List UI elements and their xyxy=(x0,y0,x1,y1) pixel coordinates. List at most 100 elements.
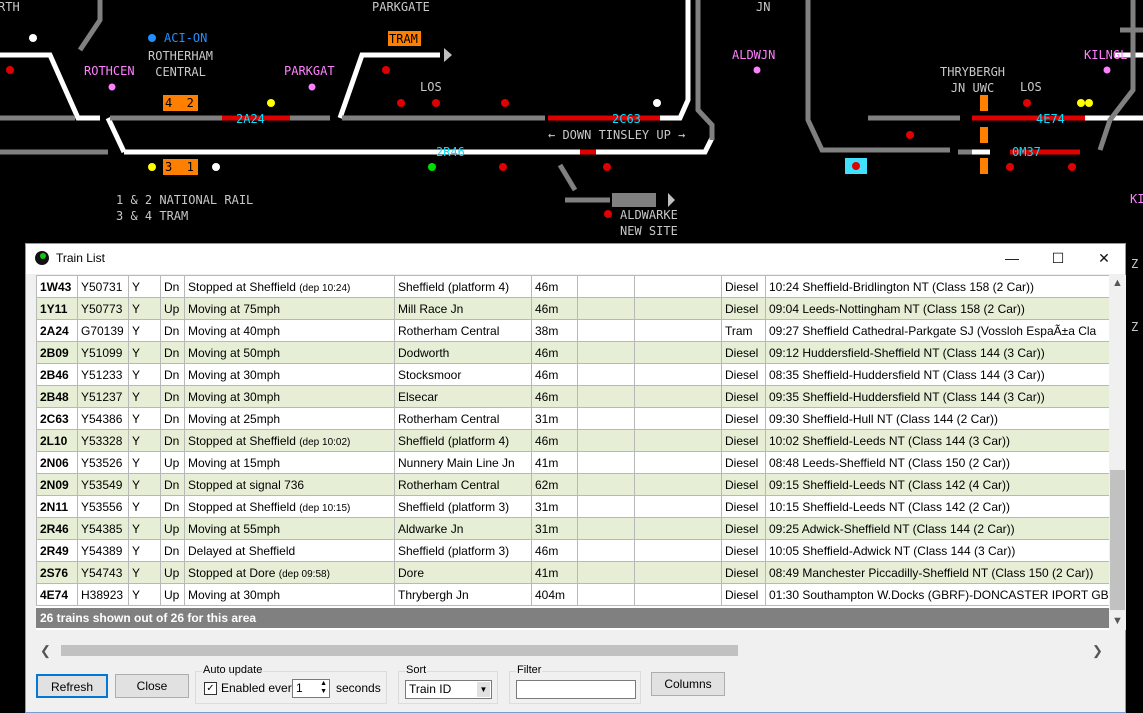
cell-power-text: Diesel xyxy=(725,565,759,580)
cell-blank xyxy=(634,363,722,386)
window-titlebar[interactable]: Train List — ☐ ✕ xyxy=(26,244,1125,274)
columns-button[interactable]: Columns xyxy=(651,672,725,696)
cell-flag: Y xyxy=(128,275,161,298)
cell-flag-text: Y xyxy=(132,301,141,316)
signal-red xyxy=(603,163,611,171)
maximize-button[interactable]: ☐ xyxy=(1051,250,1065,266)
cell-train-id: 2C63 xyxy=(36,407,78,430)
station-label: ALDWARKE NEW SITE xyxy=(620,208,678,238)
cell-description: 09:15 Sheffield-Leeds NT (Class 142 (4 C… xyxy=(765,473,1109,496)
cell-length: 41m xyxy=(531,561,578,584)
cell-headcode-text: H38923 xyxy=(81,587,124,602)
cell-status-text: Moving at 15mph xyxy=(188,455,281,470)
minimize-button[interactable]: — xyxy=(1005,250,1019,266)
cell-headcode-text: Y50773 xyxy=(81,301,123,316)
train-berth[interactable]: 2R46 xyxy=(436,145,465,159)
cell-length-text: 41m xyxy=(535,455,559,470)
cell-blank xyxy=(577,429,635,452)
cell-description: 08:49 Manchester Piccadilly-Sheffield NT… xyxy=(765,561,1109,584)
cell-blank xyxy=(577,473,635,496)
cell-description: 01:30 Southampton W.Docks (GBRF)-DONCAST… xyxy=(765,583,1109,606)
seconds-label: seconds xyxy=(336,681,381,695)
sort-label: Sort xyxy=(405,664,428,676)
cell-direction: Up xyxy=(160,451,185,474)
cell-status-text: Moving at 75mph xyxy=(188,301,281,316)
signal-red xyxy=(1023,99,1031,107)
cell-headcode: Y53328 xyxy=(77,429,129,452)
cell-direction-text: Dn xyxy=(164,323,180,338)
cell-flag: Y xyxy=(128,517,161,540)
refresh-button[interactable]: Refresh xyxy=(36,674,108,698)
cell-flag-text: Y xyxy=(132,565,141,580)
scroll-down-icon[interactable]: ▼ xyxy=(1112,615,1123,627)
vertical-scrollbar[interactable]: ▲ ▼ xyxy=(1109,275,1126,630)
scroll-left-icon[interactable]: ❮ xyxy=(40,643,51,658)
close-button[interactable]: Close xyxy=(115,674,189,698)
train-berth[interactable]: 2C63 xyxy=(612,112,641,126)
close-window-button[interactable]: ✕ xyxy=(1098,250,1110,266)
track-grey xyxy=(805,0,950,153)
auto-update-checkbox[interactable]: ✓ xyxy=(204,682,217,695)
train-berth[interactable]: 4E74 xyxy=(1036,112,1065,126)
cell-flag: Y xyxy=(128,451,161,474)
stepper-arrows-icon[interactable]: ▲▼ xyxy=(320,680,327,695)
cell-headcode: Y54385 xyxy=(77,517,129,540)
cell-direction-text: Up xyxy=(164,301,180,316)
chevron-down-icon[interactable]: ▼ xyxy=(477,682,490,697)
cell-flag: Y xyxy=(128,363,161,386)
signal-red xyxy=(432,99,440,107)
cell-description: 10:24 Sheffield-Bridlington NT (Class 15… xyxy=(765,275,1109,298)
area-label: RTH xyxy=(0,0,20,14)
cell-direction: Dn xyxy=(160,319,185,342)
track-grey xyxy=(557,163,578,192)
cell-flag: Y xyxy=(128,319,161,342)
cell-train-id-text: 2L10 xyxy=(40,433,68,448)
cell-headcode-text: Y53549 xyxy=(81,477,123,492)
interval-stepper[interactable]: 1 ▲▼ xyxy=(292,679,330,698)
horizontal-scrollbar[interactable]: ❮ ❯ xyxy=(36,642,1109,659)
scroll-up-icon[interactable]: ▲ xyxy=(1112,277,1123,289)
cell-location-text: Thrybergh Jn xyxy=(398,587,469,602)
horizontal-scroll-thumb[interactable] xyxy=(61,645,738,656)
aldwarke-buffer xyxy=(612,193,656,207)
cell-location: Rotherham Central xyxy=(394,407,532,430)
cell-flag-text: Y xyxy=(132,411,141,426)
train-berth[interactable]: 0M37 xyxy=(1012,145,1041,159)
filter-input[interactable] xyxy=(516,680,636,699)
station-dot xyxy=(308,83,316,91)
cell-blank xyxy=(634,517,722,540)
scroll-right-icon[interactable]: ❯ xyxy=(1092,643,1103,658)
cell-headcode-text: Y54743 xyxy=(81,565,123,580)
train-berth[interactable]: 2A24 xyxy=(236,112,265,126)
vertical-scroll-thumb[interactable] xyxy=(1110,470,1125,610)
platform-berth-label: 3 1 xyxy=(165,160,194,174)
cell-blank xyxy=(634,341,722,364)
signal-red xyxy=(499,163,507,171)
cell-location-text: Rotherham Central xyxy=(398,323,500,338)
cell-direction: Dn xyxy=(160,341,185,364)
track-grey xyxy=(77,0,103,52)
cell-status-text: Moving at 30mph xyxy=(188,587,281,602)
cell-description-text: 01:30 Southampton W.Docks (GBRF)-DONCAST… xyxy=(769,587,1109,602)
sort-select[interactable]: Train ID ▼ xyxy=(405,680,492,699)
cell-flag: Y xyxy=(128,583,161,606)
cell-location-text: Elsecar xyxy=(398,389,439,404)
track-white xyxy=(105,116,127,154)
